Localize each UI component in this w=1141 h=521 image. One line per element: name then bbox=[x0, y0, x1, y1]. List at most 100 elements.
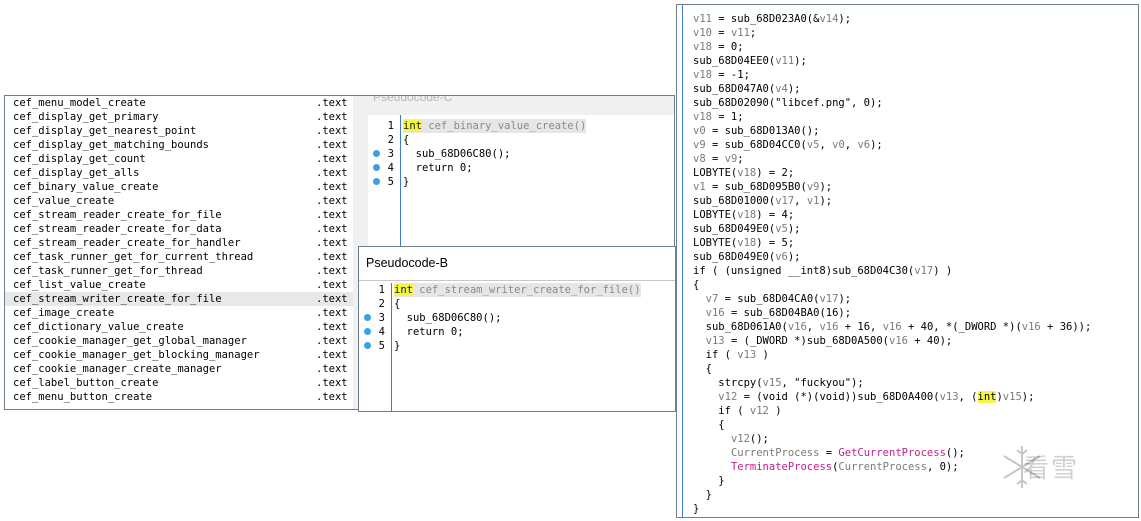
line-number[interactable]: 4 bbox=[368, 161, 400, 175]
line-number[interactable]: 3 bbox=[359, 311, 391, 325]
function-row[interactable]: cef_stream_reader_create_for_handler.tex… bbox=[5, 236, 354, 250]
code-line[interactable]: v18 = 1; bbox=[693, 111, 744, 123]
code-line[interactable]: return 0; bbox=[394, 325, 464, 339]
code-line[interactable]: sub_68D049E0(v6); bbox=[693, 251, 801, 263]
code-line[interactable]: v0 = sub_68D013A0(); bbox=[693, 125, 820, 137]
code-line[interactable]: sub_68D047A0(v4); bbox=[693, 83, 801, 95]
code-line[interactable]: sub_68D06C80(); bbox=[394, 311, 502, 325]
code-line[interactable]: TerminateProcess(CurrentProcess, 0); bbox=[730, 461, 959, 473]
code-line[interactable]: v7 = sub_68D04CA0(v17); bbox=[705, 293, 852, 305]
code-line[interactable]: { bbox=[693, 419, 725, 431]
function-row[interactable]: cef_display_get_nearest_point.text bbox=[5, 124, 354, 138]
function-row[interactable]: cef_binary_value_create.text bbox=[5, 180, 354, 194]
code-text: { bbox=[394, 298, 401, 310]
function-row[interactable]: cef_display_get_matching_bounds .text bbox=[5, 138, 354, 152]
code-line[interactable]: { bbox=[693, 363, 712, 375]
code-line[interactable]: sub_68D049E0(v5); bbox=[693, 223, 801, 235]
splitter[interactable] bbox=[353, 95, 359, 410]
line-number[interactable]: 2 bbox=[359, 297, 391, 311]
breakpoint-dot-icon[interactable] bbox=[373, 178, 380, 185]
function-row[interactable]: cef_task_runner_get_for_thread.text bbox=[5, 264, 354, 278]
code-line[interactable]: v1 = sub_68D095B0(v9); bbox=[693, 181, 833, 193]
code-line[interactable]: sub_68D01000(v17, v1); bbox=[693, 195, 833, 207]
line-number[interactable]: 1 bbox=[359, 283, 391, 297]
function-row[interactable]: cef_dictionary_value_create.text bbox=[5, 320, 354, 334]
line-number[interactable]: 5 bbox=[368, 175, 400, 189]
code-line[interactable]: v16 = sub_68D04BA0(16); bbox=[705, 307, 852, 319]
code-line[interactable]: v8 = v9; bbox=[693, 153, 744, 165]
code-line[interactable]: } bbox=[693, 489, 712, 501]
code-line[interactable]: } bbox=[394, 339, 400, 353]
function-row[interactable]: cef_label_button_create.text bbox=[5, 376, 354, 390]
code-line[interactable]: return 0; bbox=[403, 161, 473, 175]
tab-pseudocode-b[interactable]: Pseudocode-B bbox=[366, 256, 449, 270]
code-line[interactable]: v13 = (_DWORD *)sub_68D0A500(v16 + 40); bbox=[705, 335, 953, 347]
function-row[interactable]: cef_cookie_manager_create_manager.text bbox=[5, 362, 354, 376]
code-line[interactable]: sub_68D06C80(); bbox=[403, 147, 511, 161]
code-line[interactable]: v11 = sub_68D023A0(&v14); bbox=[693, 13, 852, 25]
code-line[interactable]: sub_68D02090("libcef.png", 0); bbox=[693, 97, 883, 109]
code-line[interactable]: int cef_stream_writer_create_for_file() bbox=[394, 283, 641, 297]
breakpoint-dot-icon[interactable] bbox=[364, 314, 371, 321]
function-row[interactable]: cef_list_value_create.text bbox=[5, 278, 354, 292]
line-number-text: 3 bbox=[378, 312, 385, 324]
function-row[interactable]: cef_menu_button_create.text bbox=[5, 390, 354, 404]
code-line[interactable]: v10 = v11; bbox=[693, 27, 757, 39]
breakpoint-dot-icon[interactable] bbox=[364, 328, 371, 335]
breakpoint-dot-icon[interactable] bbox=[373, 164, 380, 171]
function-row[interactable]: cef_value_create.text bbox=[5, 194, 354, 208]
code-line[interactable]: if ( v13 ) bbox=[693, 349, 769, 361]
breakpoint-dot-icon[interactable] bbox=[364, 342, 371, 349]
function-row[interactable]: cef_stream_writer_create_for_file.text bbox=[5, 292, 354, 306]
code-line[interactable]: } bbox=[693, 503, 700, 515]
main-pseudocode-panel[interactable]: v11 = sub_68D023A0(&v14); v10 = v11; v18 =… bbox=[676, 4, 1139, 518]
function-row[interactable]: cef_stream_reader_create_for_data.text bbox=[5, 222, 354, 236]
function-row[interactable]: cef_display_get_primary.text bbox=[5, 110, 354, 124]
code-line[interactable]: int cef_binary_value_create() bbox=[403, 119, 587, 133]
code-line[interactable]: v18 = 0; bbox=[693, 41, 744, 53]
code-line[interactable]: { bbox=[394, 297, 400, 311]
code-line[interactable]: v12(); bbox=[730, 433, 769, 445]
line-number[interactable]: 1 bbox=[368, 119, 400, 133]
code-line[interactable]: sub_68D04EE0(v11); bbox=[693, 55, 807, 67]
code-line[interactable]: v18 = -1; bbox=[693, 69, 750, 81]
code-line[interactable]: v9 = sub_68D04CC0(v5, v0, v6); bbox=[693, 139, 883, 151]
code-line[interactable]: strcpy(v15, "fuckyou"); bbox=[693, 377, 864, 389]
code-line[interactable]: } bbox=[403, 175, 409, 189]
code-line[interactable]: CurrentProcess = GetCurrentProcess(); bbox=[730, 447, 965, 459]
function-segment: .text bbox=[316, 139, 348, 151]
code-line[interactable]: LOBYTE(v18) = 2; bbox=[693, 167, 795, 179]
function-row[interactable]: cef_cookie_manager_get_blocking_manager.… bbox=[5, 348, 354, 362]
function-name: cef_cookie_manager_get_global_manager bbox=[13, 335, 247, 347]
function-row[interactable]: cef_cookie_manager_get_global_manager.te… bbox=[5, 334, 354, 348]
line-number[interactable]: 2 bbox=[368, 133, 400, 147]
function-row[interactable]: cef_menu_model_create.text bbox=[5, 96, 354, 110]
tab-pseudocode-c[interactable]: Pseudocode-C bbox=[373, 95, 453, 104]
function-row[interactable]: cef_display_get_count.text bbox=[5, 152, 354, 166]
code-line[interactable]: } bbox=[693, 475, 725, 487]
function-row[interactable]: cef_stream_reader_create_for_file.text bbox=[5, 208, 354, 222]
line-number[interactable]: 4 bbox=[359, 325, 391, 339]
function-row[interactable]: cef_image_create.text bbox=[5, 306, 354, 320]
code-line[interactable]: v12 = (void (*)(void))sub_68D0A400(v13, … bbox=[718, 391, 1035, 403]
code-line[interactable]: LOBYTE(v18) = 5; bbox=[693, 237, 795, 249]
line-number[interactable]: 5 bbox=[359, 339, 391, 353]
code-line[interactable]: { bbox=[693, 279, 700, 291]
code-line[interactable]: if ( (unsigned __int8)sub_68D04C30(v17) … bbox=[693, 265, 953, 277]
code-line[interactable]: LOBYTE(v18) = 4; bbox=[693, 209, 795, 221]
line-number[interactable]: 3 bbox=[368, 147, 400, 161]
code-line[interactable]: if ( v12 ) bbox=[693, 405, 782, 417]
code-line[interactable]: sub_68D061A0(v16, v16 + 16, v16 + 40, *(… bbox=[693, 321, 1092, 333]
function-row[interactable]: cef_task_runner_get_for_current_thread.t… bbox=[5, 250, 354, 264]
function-name: cef_display_get_matching_bounds bbox=[13, 139, 209, 151]
code-text: } bbox=[394, 340, 401, 352]
breakpoint-dot-icon[interactable] bbox=[373, 150, 380, 157]
line-number-text: 1 bbox=[378, 284, 385, 296]
function-row[interactable]: cef_display_get_alls.text bbox=[5, 166, 354, 180]
code-line[interactable]: { bbox=[403, 133, 409, 147]
